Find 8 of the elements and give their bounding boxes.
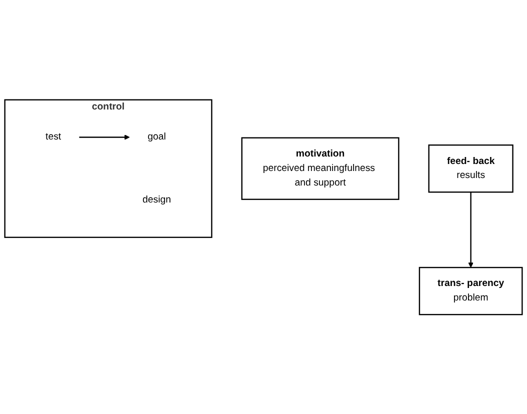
node-text: test [46, 132, 62, 142]
arrow [468, 192, 474, 268]
arrow [79, 134, 130, 140]
node-text: goal [148, 132, 166, 142]
node-box: motivation perceived meaningfulness and support [241, 137, 400, 200]
node-box: feed- back results [428, 144, 514, 193]
node-text: design [142, 194, 171, 205]
node-box: trans- parency problem [418, 266, 523, 315]
